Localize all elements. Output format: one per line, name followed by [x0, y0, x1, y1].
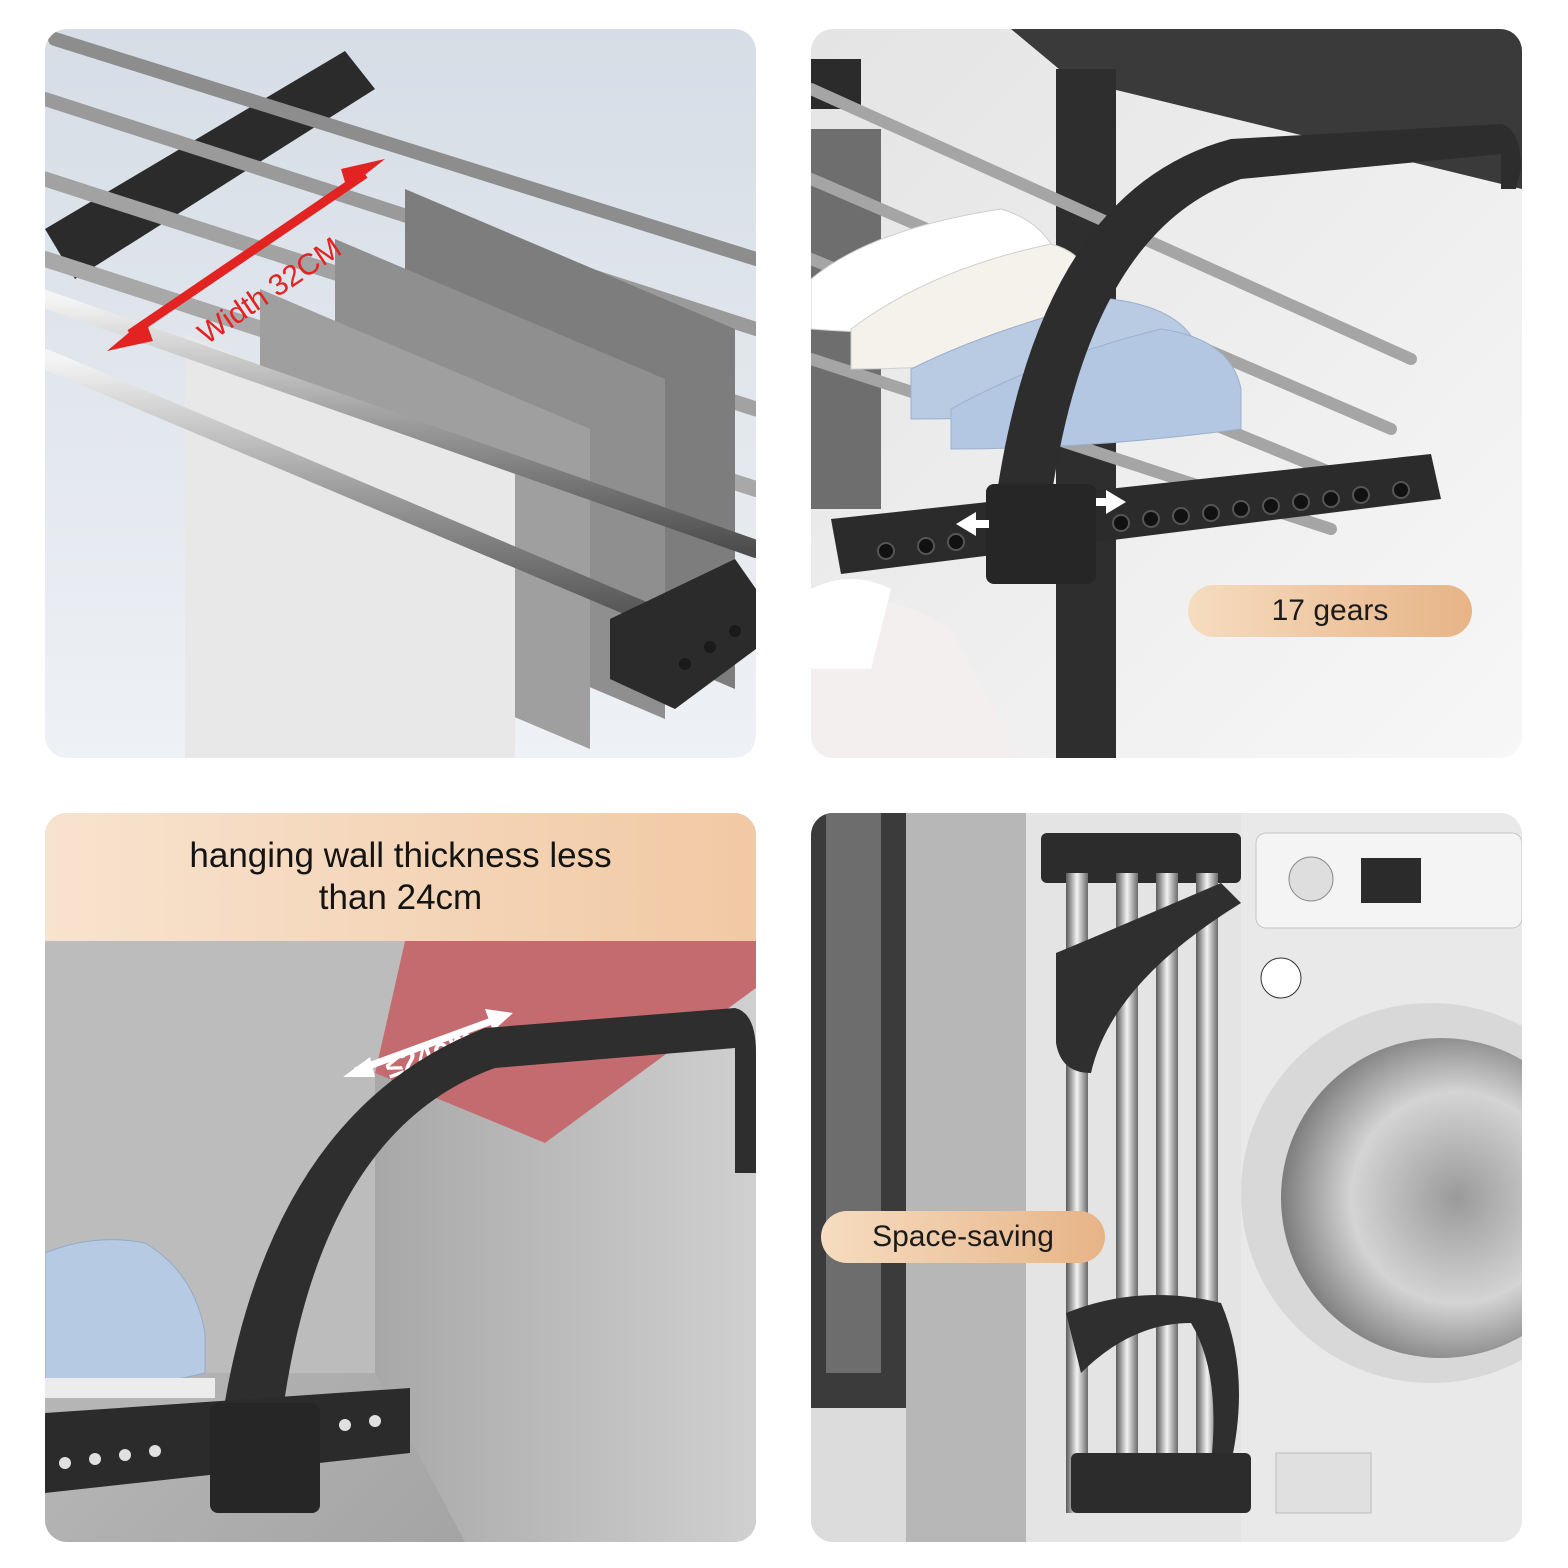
width-feature-panel: Width 32CM — [45, 29, 756, 758]
caption-line-1: hanging wall thickness less — [189, 836, 612, 875]
rack-clamp — [210, 1403, 320, 1513]
right-arrow-icon — [1106, 490, 1126, 514]
double-arrow-icon — [107, 159, 385, 351]
caption-line-2: than 24cm — [318, 878, 483, 917]
rack-clamp — [986, 484, 1096, 584]
gears-feature-panel: 17 gears — [811, 29, 1522, 758]
rack-handle — [996, 124, 1521, 499]
laundry-room-illustration — [811, 813, 1522, 1542]
wall-thickness-caption: hanging wall thickness less than 24cm — [45, 835, 756, 919]
space-saving-label: Space-saving — [821, 1211, 1105, 1263]
space-saving-panel: Space-saving — [811, 813, 1522, 1542]
folded-handle-top — [1056, 883, 1241, 1073]
gears-label: 17 gears — [1188, 585, 1472, 637]
wall-thickness-panel: ≤24cm hanging wall thickness less than 2… — [45, 813, 756, 1542]
rack-end-block — [610, 559, 756, 709]
towel-rack-illustration: Width 32CM — [45, 29, 756, 758]
folded-rack-top — [1041, 833, 1241, 883]
adjustment-bar — [831, 454, 1441, 574]
rack-handle — [220, 1008, 756, 1433]
folded-handle-bottom — [1066, 1295, 1239, 1463]
wall-thickness-banner: hanging wall thickness less than 24cm — [45, 813, 756, 941]
shoe-rack-illustration — [811, 29, 1522, 758]
double-arrow-icon — [343, 1009, 513, 1077]
left-arrow-icon — [956, 512, 976, 536]
folded-rack-bottom — [1071, 1453, 1251, 1513]
